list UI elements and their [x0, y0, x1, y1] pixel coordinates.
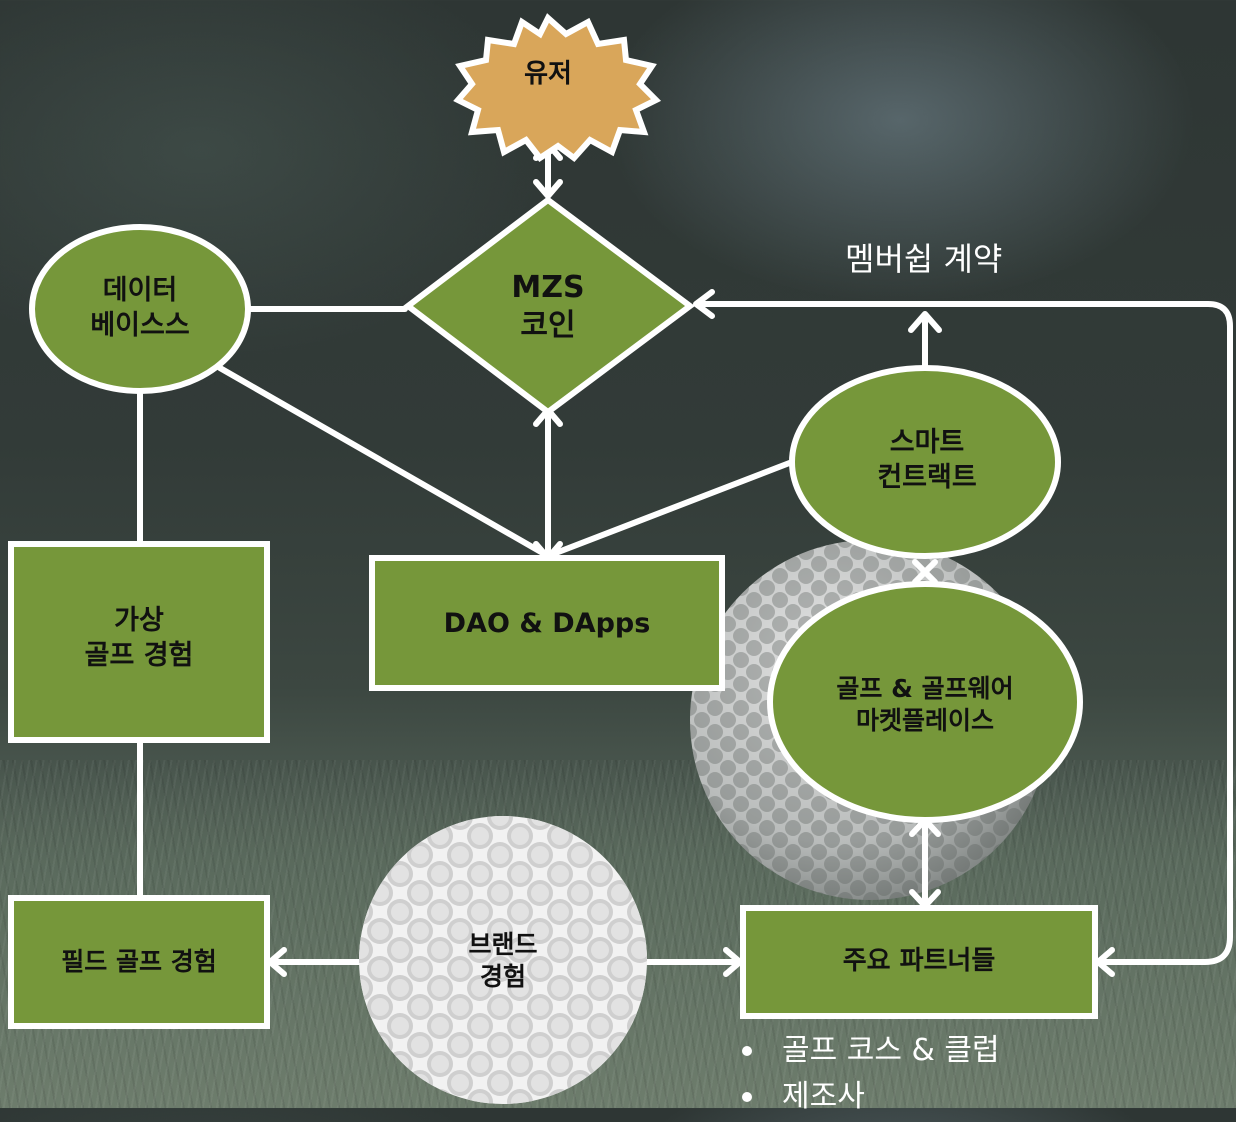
partners-node	[740, 905, 1098, 1019]
list-item: 골프 코스 & 클럽	[742, 1030, 1000, 1076]
mzs-coin-label: MZS 코인	[440, 262, 656, 352]
virtual-golf-node	[8, 541, 270, 743]
brand-node	[359, 816, 647, 1104]
user-node	[453, 13, 662, 163]
virtual-golf-label-line1: 가상	[114, 605, 164, 637]
mzs-coin-label-line2: 코인	[520, 308, 576, 343]
user-label: 유저	[524, 59, 572, 90]
mzs-coin-node	[403, 196, 696, 416]
mzs-coin-label-line1: MZS	[511, 269, 585, 305]
brand-label-line2: 경험	[479, 962, 526, 991]
smart-contract-label-line1: 스마트	[889, 427, 965, 459]
connector-database-dao	[217, 365, 551, 559]
field-golf-label: 필드 골프 경험	[61, 947, 217, 976]
virtual-golf-label: 가상 골프 경험	[11, 596, 267, 682]
database-label-line2: 베이스스	[90, 310, 190, 341]
arrow-contract-marketplace	[912, 559, 938, 585]
database-label: 데이터 베이스스	[40, 266, 240, 352]
brand-label-line1: 브랜드	[468, 930, 538, 959]
list-item: 제조사	[742, 1076, 1000, 1122]
database-node	[29, 224, 251, 394]
virtual-golf-label-line2: 골프 경험	[84, 640, 194, 671]
marketplace-label-line2: 마켓플레이스	[855, 706, 994, 735]
dao-node	[369, 555, 725, 691]
brand-label: 브랜드 경험	[420, 918, 586, 1004]
field-golf-node	[8, 895, 270, 1029]
connector-contract-dao	[545, 459, 795, 559]
marketplace-node	[767, 581, 1083, 823]
partner-list: 골프 코스 & 클럽 제조사	[742, 1030, 1000, 1122]
marketplace-label-line1: 골프 & 골프웨어	[836, 674, 1014, 703]
membership-contract-label: 멤버쉽 계약	[845, 240, 1003, 278]
dao-label: DAO & DApps	[443, 607, 651, 639]
smart-contract-label-line2: 컨트랙트	[877, 462, 977, 493]
smart-contract-node	[789, 365, 1061, 559]
database-label-line1: 데이터	[102, 275, 178, 307]
smart-contract-label: 스마트 컨트랙트	[812, 418, 1042, 504]
marketplace-label: 골프 & 골프웨어 마켓플레이스	[790, 662, 1060, 748]
arrow-contract-membership	[908, 311, 942, 371]
partners-label: 주요 파트너들	[842, 946, 996, 977]
arrow-coin-dao	[533, 407, 563, 561]
